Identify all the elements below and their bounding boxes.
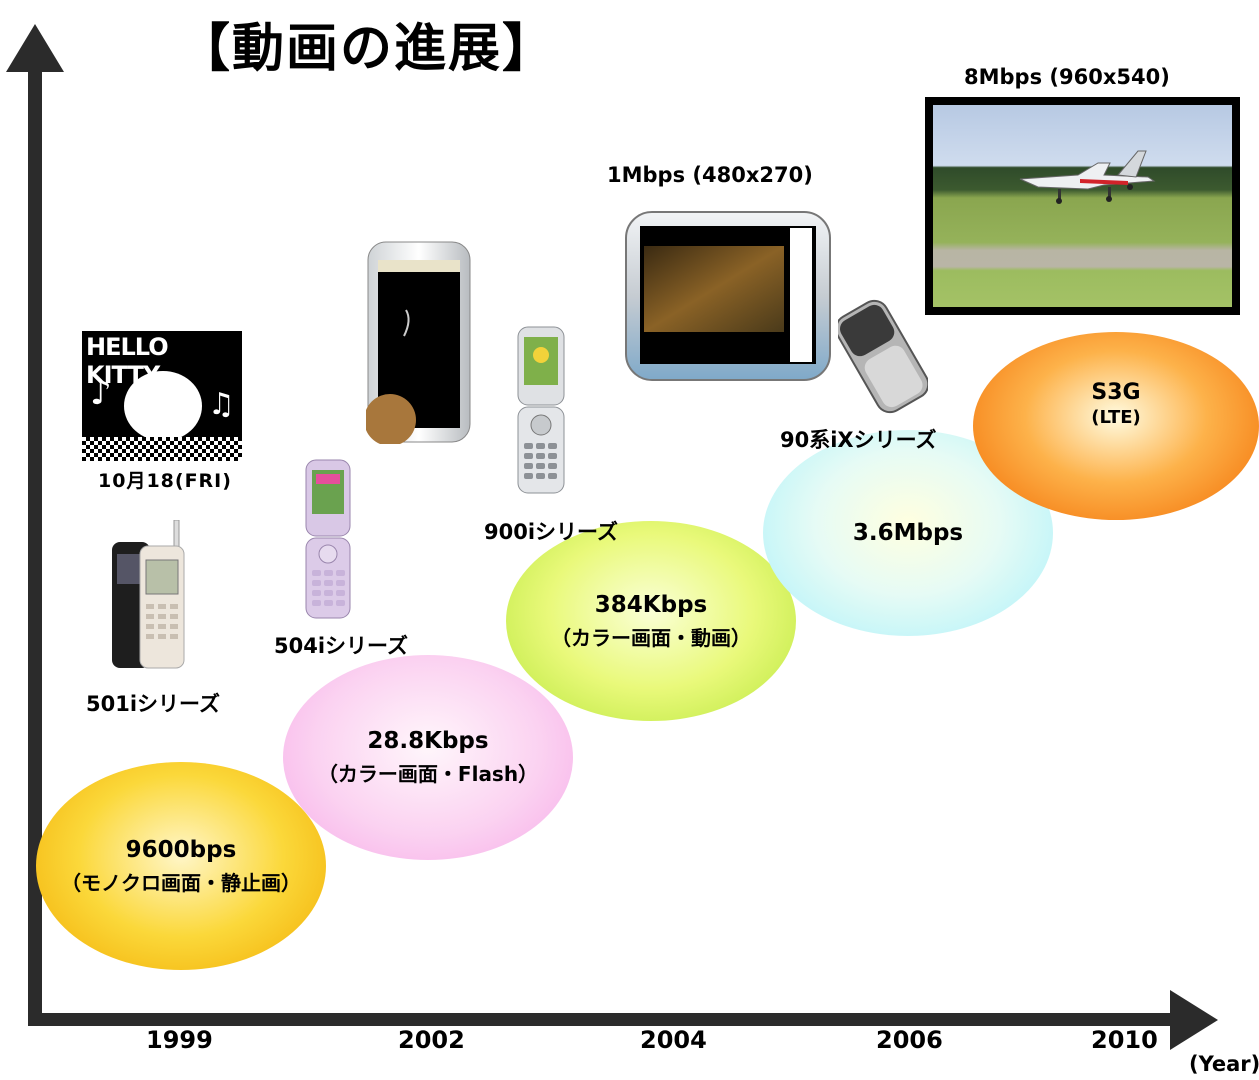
stage-speed: 3.6Mbps	[852, 520, 964, 546]
device-90ix-image	[838, 299, 928, 414]
stage-speed: 384Kbps	[594, 591, 708, 618]
year-label-2002: 2002	[398, 1026, 465, 1054]
device-label-900i: 900iシリーズ	[484, 520, 618, 544]
stage-s3g: S3G (LTE)	[973, 332, 1259, 520]
video-player-frame-image	[625, 211, 831, 381]
phone-900i-image	[517, 326, 565, 494]
phone-moon-screen-image	[366, 241, 471, 444]
y-axis-arrow	[6, 24, 64, 72]
y-axis	[28, 60, 42, 1025]
stage-384kbps: 384Kbps （カラー画面・動画）	[506, 521, 796, 721]
kitty-screen-date: 10月18(FRI)	[98, 470, 232, 492]
stage-9600bps: 9600bps （モノクロ画面・静止画）	[36, 762, 326, 970]
hello-kitty-screen-image: HELLO KITTY ♪ ♫	[82, 331, 242, 461]
device-label-90ix: 90系iXシリーズ	[780, 428, 937, 452]
kitty-face-image	[124, 371, 202, 441]
stage-desc: （モノクロ画面・静止画）	[61, 870, 301, 895]
x-axis-arrow	[1170, 990, 1218, 1050]
music-notes-icon: ♫	[208, 387, 235, 422]
year-label-1999: 1999	[146, 1026, 213, 1054]
stage-speed: 28.8Kbps	[367, 728, 489, 754]
jet-icon	[1019, 150, 1156, 204]
stage-speed: 9600bps	[125, 836, 237, 863]
x-axis	[28, 1013, 1178, 1026]
year-label-2006: 2006	[876, 1026, 943, 1054]
jet-aircraft-photo	[925, 97, 1240, 315]
page-title: 【動画の進展】	[178, 19, 557, 79]
checker-pattern	[82, 437, 242, 461]
year-label-2004: 2004	[640, 1026, 707, 1054]
video-resolution-label-8mbps: 8Mbps (960x540)	[964, 65, 1170, 89]
stage-desc: （カラー画面・Flash）	[317, 762, 539, 786]
year-axis-unit: (Year)	[1189, 1052, 1259, 1076]
device-label-501i: 501iシリーズ	[86, 692, 220, 716]
photo-background	[933, 105, 1232, 307]
music-note-icon: ♪	[90, 373, 112, 413]
phone-504i-image	[305, 459, 351, 619]
video-resolution-label-1mbps: 1Mbps (480x270)	[607, 163, 813, 187]
stage-28.8kbps: 28.8Kbps （カラー画面・Flash）	[283, 655, 573, 860]
year-label-2010: 2010	[1091, 1026, 1158, 1054]
phone-501i-image	[112, 520, 185, 669]
stage-speed: S3G	[1091, 380, 1141, 405]
stage-desc: (LTE)	[1091, 407, 1141, 428]
device-label-504i: 504iシリーズ	[274, 634, 408, 658]
stage-desc: （カラー画面・動画）	[551, 625, 751, 650]
